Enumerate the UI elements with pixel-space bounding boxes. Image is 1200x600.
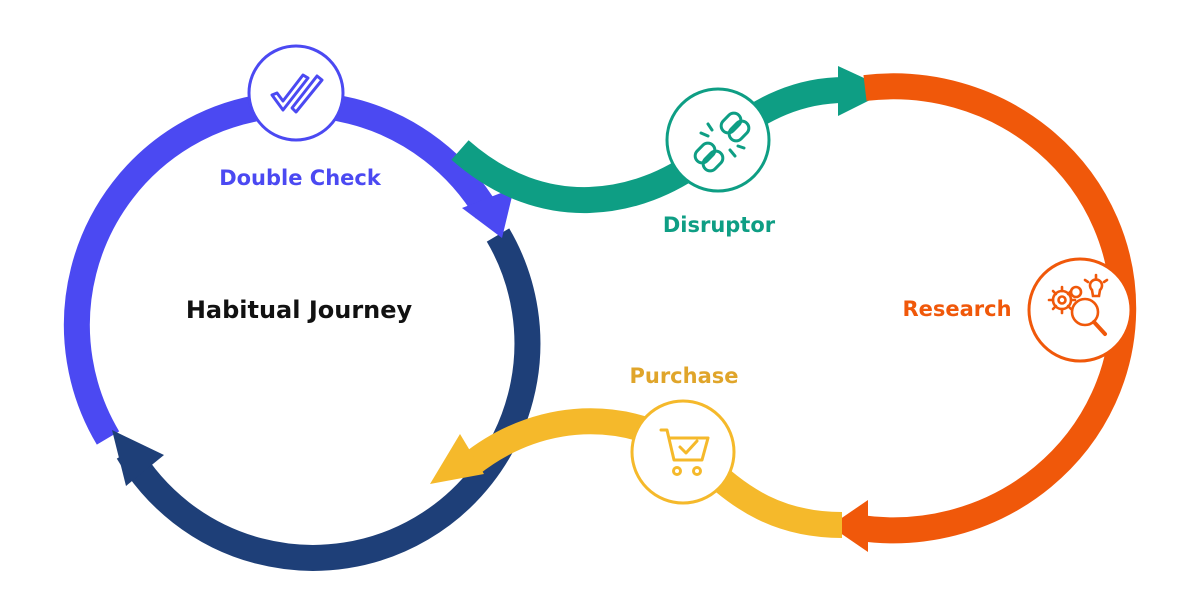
gears-magnifier-icon [1047, 273, 1109, 336]
habitual-loop-dark-arc [116, 228, 541, 571]
purchase-label: Purchase [629, 364, 738, 388]
purchase-arrowhead [430, 434, 484, 484]
double-checkmark-icon [270, 73, 324, 114]
purchase-badge [630, 399, 736, 505]
disruptor-connector [451, 77, 846, 214]
research-arrowhead [830, 500, 868, 552]
disruptor-badge [665, 87, 771, 193]
research-label: Research [902, 297, 1011, 321]
double-check-arc [63, 91, 499, 445]
center-title: Habitual Journey [186, 296, 413, 324]
disruptor-label: Disruptor [663, 213, 776, 237]
double-check-label: Double Check [219, 166, 382, 190]
research-badge [1027, 257, 1133, 363]
broken-chain-icon [693, 111, 751, 173]
double-check-badge [247, 44, 345, 142]
shopping-cart-check-icon [659, 428, 710, 476]
habitual-loop-arrowhead [112, 430, 164, 486]
double-check-arrowhead [462, 188, 514, 238]
disruptor-arrowhead [838, 66, 890, 116]
